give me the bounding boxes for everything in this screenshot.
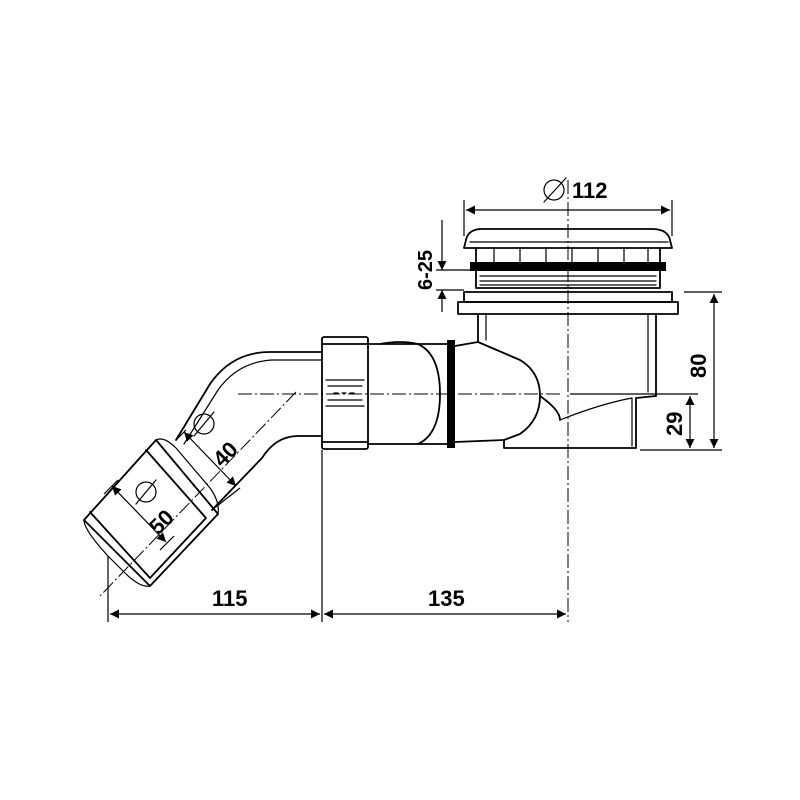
- dimension-height-80: 80: [640, 291, 722, 451]
- angled-elbow-pipe: [175, 351, 323, 511]
- dimension-diameter-112: 112: [463, 177, 673, 236]
- dimension-label-29: 29: [662, 412, 687, 436]
- drain-grate-cover: [463, 228, 673, 289]
- dimension-label-112: 112: [572, 178, 608, 203]
- outlet-pipe: [367, 340, 505, 448]
- diameter-symbol-icon: [543, 177, 567, 203]
- diameter-symbol-icon: [135, 479, 157, 505]
- outlet-socket-50: [83, 438, 219, 587]
- dimension-label-115: 115: [212, 586, 248, 611]
- dimension-label-50: 50: [144, 505, 179, 540]
- dimension-label-6-25: 6-25: [415, 250, 437, 290]
- dimension-label-80: 80: [686, 354, 711, 378]
- dimension-label-40: 40: [208, 437, 243, 472]
- dimension-range-6-25: 6-25: [415, 220, 470, 312]
- dimension-height-29: 29: [570, 393, 698, 448]
- diameter-symbol-icon: [193, 411, 215, 437]
- union-nut: [321, 336, 369, 450]
- dimension-length-115-135: 115 135: [107, 450, 566, 622]
- drain-body: [477, 313, 657, 449]
- centre-lines: [99, 180, 569, 622]
- dimension-label-135: 135: [428, 586, 465, 611]
